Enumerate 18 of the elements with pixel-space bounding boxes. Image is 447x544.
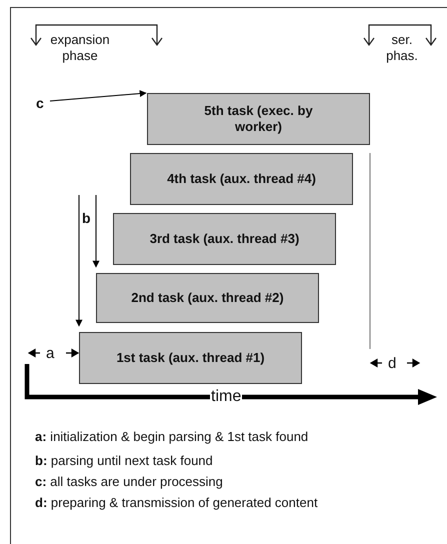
- legend-note: c: all tasks are under processing: [35, 474, 223, 490]
- task-box: 2nd task (aux. thread #2): [96, 273, 319, 323]
- callout-letter: c: [36, 95, 44, 111]
- phase-label: expansion phase: [49, 32, 111, 64]
- phase-label: ser. phas.: [385, 32, 419, 64]
- arrow: [50, 90, 147, 102]
- task-box: 5th task (exec. by worker): [147, 93, 370, 145]
- task-box: 3rd task (aux. thread #3): [113, 213, 336, 265]
- callout-letter: b: [82, 210, 91, 227]
- legend-note: a: initialization & begin parsing & 1st task found: [35, 429, 308, 445]
- legend-note: d: preparing & transmission of generated content: [35, 495, 318, 511]
- arrow: [92, 194, 100, 268]
- callout-letter: d: [388, 355, 396, 373]
- callout-letter: a: [46, 345, 54, 363]
- arrow: [76, 194, 82, 327]
- task-box: 4th task (aux. thread #4): [130, 153, 353, 205]
- legend-note: b: parsing until next task found: [35, 453, 213, 469]
- task-box: 1st task (aux. thread #1): [79, 332, 302, 384]
